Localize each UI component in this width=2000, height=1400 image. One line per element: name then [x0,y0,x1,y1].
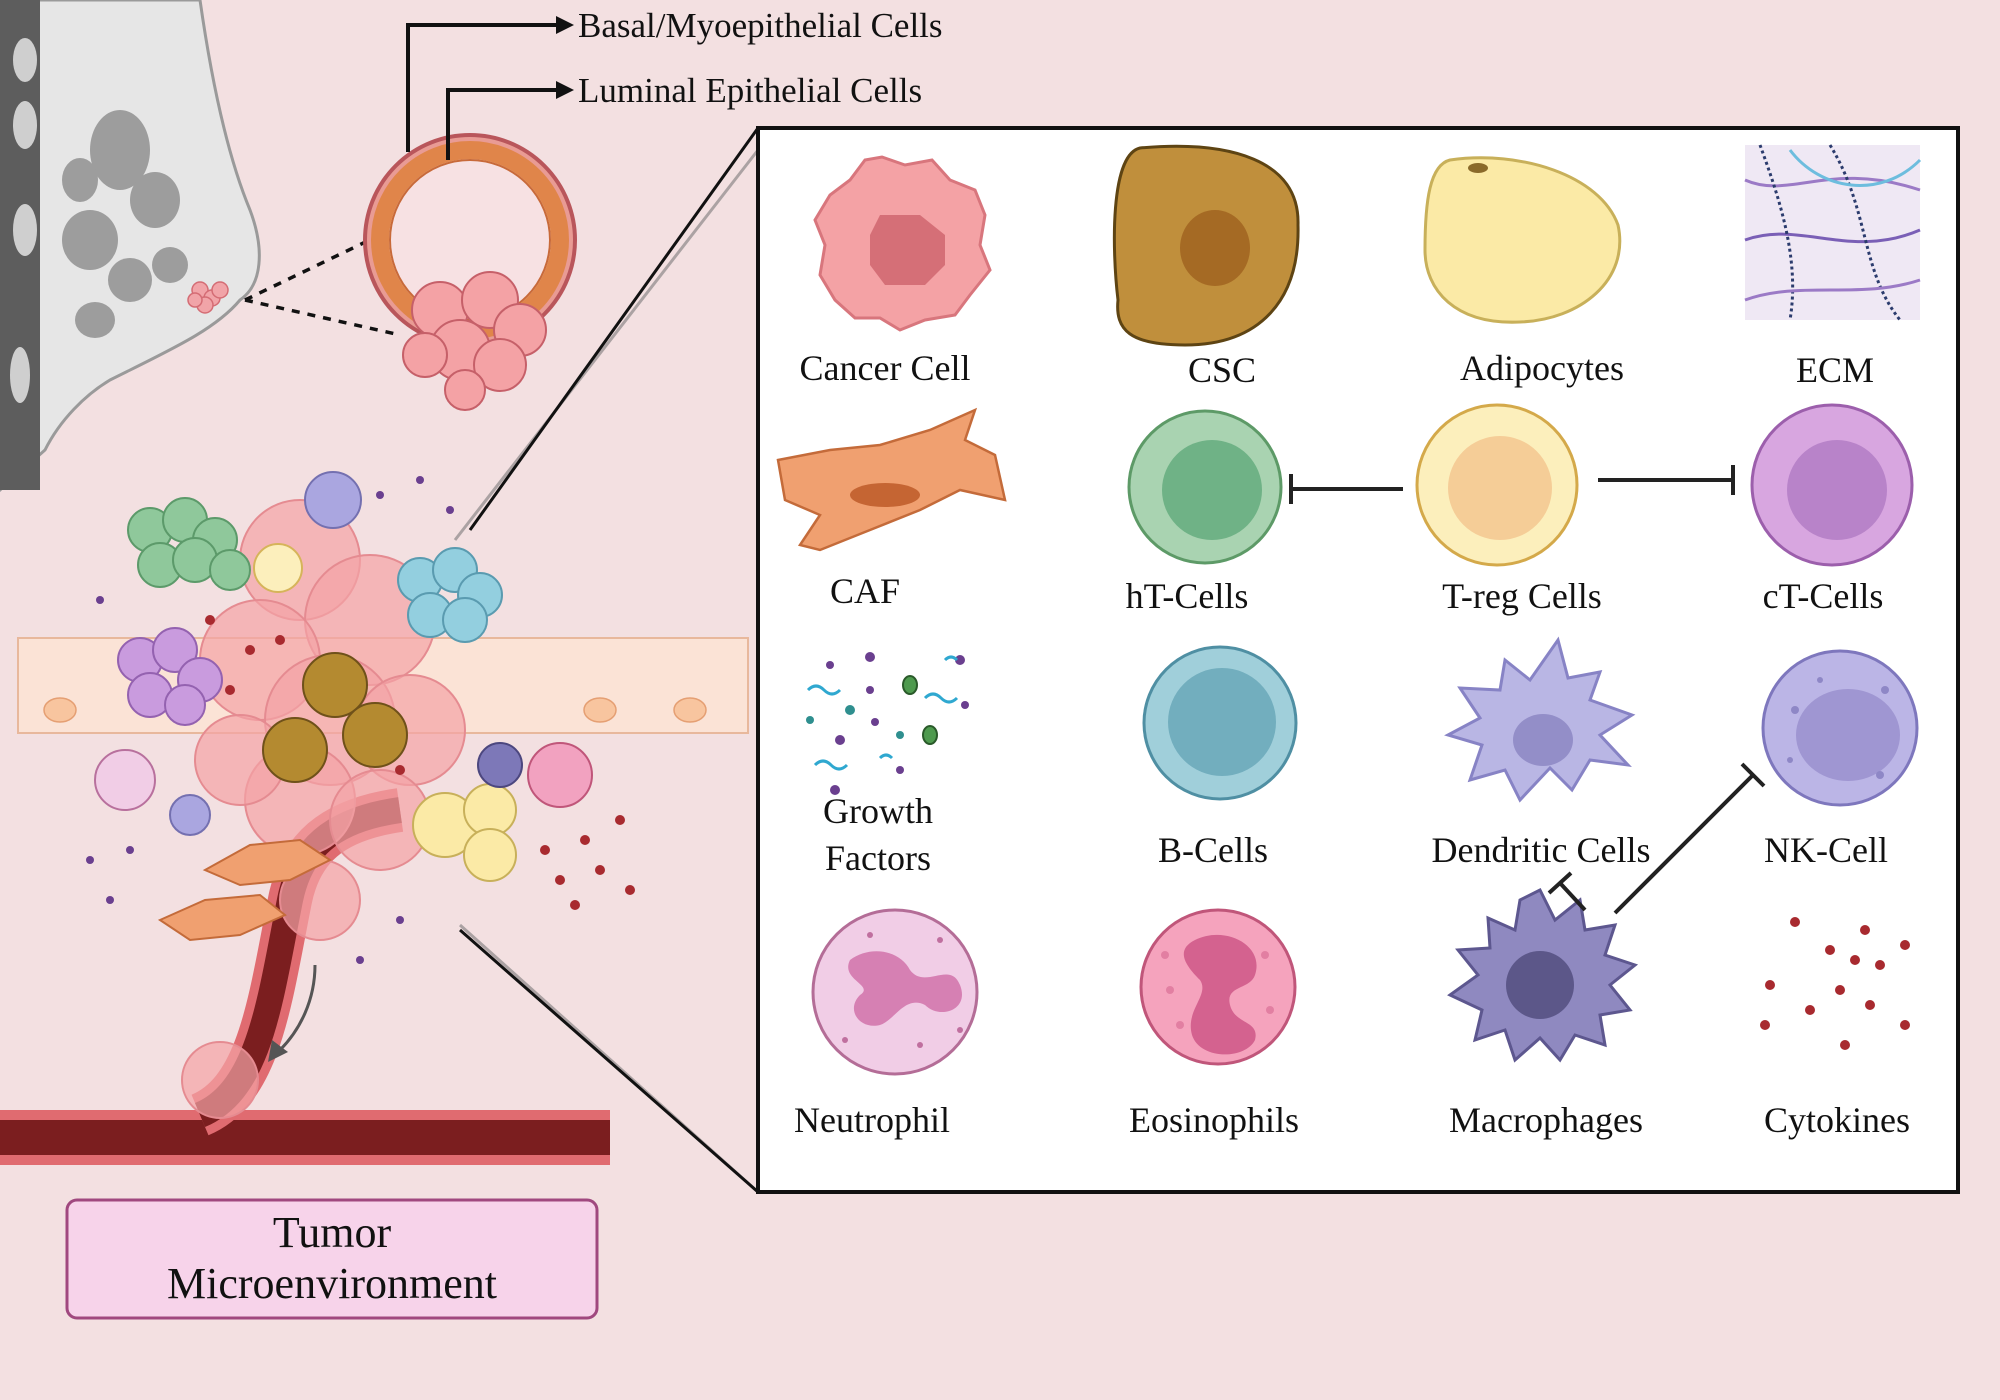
legend-panel: Cancer Cell CSC Adipocytes ECM [756,126,1960,1194]
legend-b-cells: B-Cells [1142,645,1298,870]
b-cell-cluster [397,547,503,643]
legend-adipocytes: Adipocytes [1423,156,1624,388]
label-nk-cell: NK-Cell [1764,830,1888,870]
legend-csc: CSC [1112,144,1300,390]
macrophage-inhibits-nk-arrow [1613,762,1766,915]
treg-inhibits-ht-arrow [1289,474,1403,504]
legend-dendritic-cells: Dendritic Cells [1432,636,1651,870]
legend-ecm: ECM [1744,144,1922,390]
label-ct-cells: cT-Cells [1763,576,1884,616]
label-ht-cells: hT-Cells [1126,576,1249,616]
growth-factor-scatter [86,476,454,964]
legend-eosinophils: Eosinophils [1129,908,1299,1140]
ht-cell-cluster [127,497,251,591]
csc-cluster [262,652,408,783]
tme-label-box: Tumor Microenvironment [65,1198,599,1320]
legend-growth-factors: Growth Factors [806,652,969,878]
label-neutrophil: Neutrophil [794,1100,950,1140]
macrophage-inhibits-dendritic-arrow [1547,871,1587,912]
legend-caf: CAF [776,407,1007,611]
legend-neutrophil: Neutrophil [794,908,979,1140]
label-ecm: ECM [1796,350,1874,390]
treg-inhibits-ct-arrow [1598,465,1735,495]
label-macrophages: Macrophages [1449,1100,1643,1140]
legend-cancer-cell: Cancer Cell [800,155,992,388]
legend-macrophages: Macrophages [1447,887,1643,1140]
legend-ct-cells: cT-Cells [1750,403,1914,616]
cytokine-scatter [205,615,635,910]
label-caf: CAF [830,571,900,611]
tme-label-line2: Microenvironment [167,1259,497,1308]
ct-cell-cluster [117,627,223,726]
breast-illustration [0,0,401,493]
label-eosinophils: Eosinophils [1129,1100,1299,1140]
dendritic-cell-small [169,794,211,836]
nk-cell-small [304,471,362,529]
tme-label-line1: Tumor [273,1208,392,1257]
breast-tumor-icon [187,281,229,314]
label-cytokines: Cytokines [1764,1100,1910,1140]
label-csc: CSC [1188,350,1256,390]
label-b-cells: B-Cells [1158,830,1268,870]
label-cancer-cell: Cancer Cell [800,348,971,388]
legend-nk-cell: NK-Cell [1761,649,1919,870]
neutrophil-small [94,749,156,811]
legend-ht-cells: hT-Cells [1126,409,1283,616]
label-growth-factors-line2: Factors [825,838,931,878]
label-growth-factors-line1: Growth [823,791,933,831]
adipocyte-cluster [412,783,517,882]
callout-luminal: Luminal Epithelial Cells [446,71,922,160]
mammary-duct-cross-section [363,133,577,411]
callout-luminal-label: Luminal Epithelial Cells [578,71,922,110]
treg-cell-small [253,543,303,593]
label-treg-cells: T-reg Cells [1442,576,1602,616]
callout-basal-label: Basal/Myoepithelial Cells [578,6,943,45]
caf-cluster [157,838,332,942]
tumor-scene [0,127,760,1194]
macrophage-small [477,742,523,788]
legend-cytokines [1760,917,1910,1050]
legend-treg-cells: T-reg Cells [1415,403,1602,616]
label-adipocytes: Adipocytes [1460,348,1624,388]
eosinophil-small [527,742,593,808]
callout-basal: Basal/Myoepithelial Cells [406,6,943,152]
label-dendritic-cells: Dendritic Cells [1432,830,1651,870]
